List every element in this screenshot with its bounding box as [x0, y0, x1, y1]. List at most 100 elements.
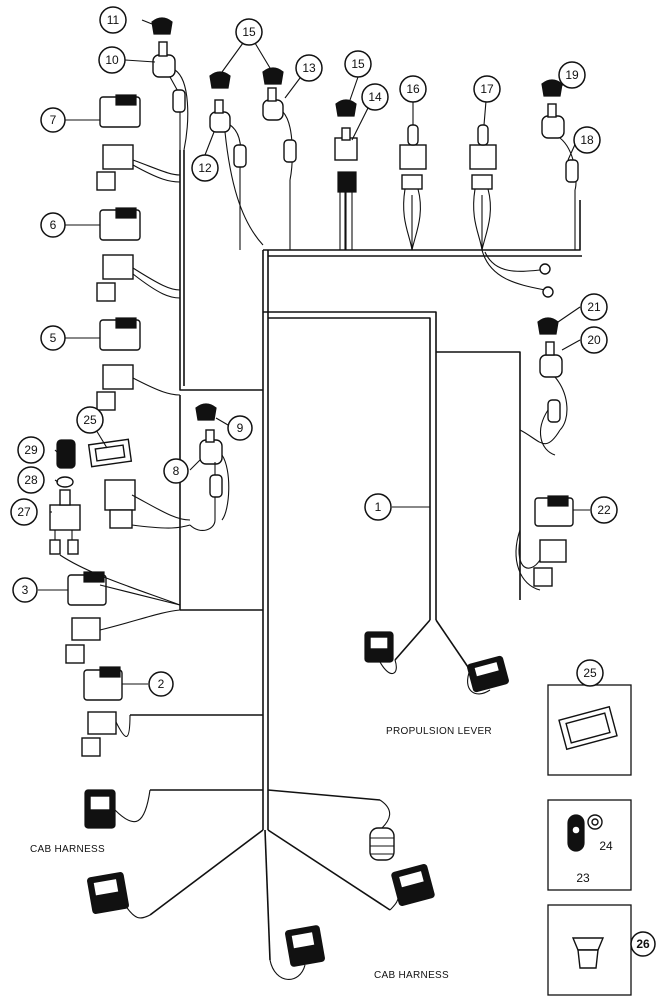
svg-text:26: 26 — [636, 937, 650, 951]
cab-harness-connector-bottom — [269, 925, 325, 980]
svg-text:29: 29 — [24, 443, 38, 457]
callout-12: 12 — [191, 154, 219, 182]
callout-13: 13 — [295, 54, 323, 82]
callout-7: 7 — [40, 107, 66, 133]
switch-12 — [209, 99, 264, 246]
callout-28: 28 — [17, 466, 45, 494]
svg-text:12: 12 — [198, 161, 212, 175]
cab-harness-connector-right — [389, 863, 435, 911]
svg-text:5: 5 — [50, 331, 57, 345]
callout-26: 26 — [630, 931, 656, 957]
switch-8 — [189, 429, 230, 531]
svg-text:14: 14 — [368, 90, 382, 104]
svg-text:25: 25 — [583, 666, 597, 680]
cap-15-left — [209, 71, 231, 89]
detail-box-25 — [547, 684, 632, 776]
svg-text:10: 10 — [105, 53, 119, 67]
callout-29: 29 — [17, 436, 45, 464]
rocker-switch-2 — [81, 666, 131, 757]
rocker-switch-7 — [96, 94, 181, 191]
callout-15-mid: 15 — [344, 50, 372, 78]
cab-harness-connector-lower-left — [87, 872, 151, 919]
cap-21 — [537, 317, 559, 335]
toggle-switch-16 — [399, 124, 427, 251]
svg-text:18: 18 — [580, 133, 594, 147]
callout-25-box: 25 — [576, 659, 604, 687]
callout-24: 24 — [599, 839, 613, 853]
seal-25 — [87, 438, 133, 468]
svg-text:22: 22 — [597, 503, 611, 517]
callout-9: 9 — [227, 415, 253, 441]
svg-text:19: 19 — [565, 68, 579, 82]
svg-text:2: 2 — [158, 677, 165, 691]
callout-21: 21 — [580, 293, 608, 321]
knob-29 — [56, 439, 76, 469]
callout-1: 1 — [364, 493, 392, 521]
callout-19: 19 — [558, 61, 586, 89]
propulsion-lever-connector-right — [467, 655, 509, 695]
svg-text:25: 25 — [83, 413, 97, 427]
toggle-switch-17 — [469, 124, 497, 251]
propulsion-lever-label: PROPULSION LEVER — [386, 726, 492, 737]
svg-text:15: 15 — [351, 57, 365, 71]
connector-8-block — [104, 479, 191, 529]
propulsion-lever-connector-left — [364, 631, 397, 674]
callout-27: 27 — [10, 498, 38, 526]
svg-text:6: 6 — [50, 218, 57, 232]
switch-18 — [541, 103, 579, 191]
nut-28 — [56, 476, 74, 488]
detail-box-23-24 — [547, 799, 632, 891]
rocker-switch-5 — [96, 317, 181, 411]
callout-14: 14 — [361, 83, 389, 111]
cap-9 — [195, 403, 217, 421]
svg-text:16: 16 — [406, 82, 420, 96]
svg-text:28: 28 — [24, 473, 38, 487]
svg-text:1: 1 — [375, 500, 382, 514]
svg-text:7: 7 — [50, 113, 57, 127]
callout-15-top: 15 — [235, 18, 263, 46]
callout-6: 6 — [40, 212, 66, 238]
callout-5: 5 — [40, 325, 66, 351]
rocker-switch-3 — [65, 571, 181, 664]
svg-text:11: 11 — [107, 13, 120, 27]
callout-22: 22 — [590, 496, 618, 524]
callout-23: 23 — [576, 871, 590, 885]
switch-13 — [262, 87, 297, 181]
cab-harness-label-bottom: CAB HARNESS — [374, 970, 449, 981]
callout-8: 8 — [163, 458, 189, 484]
switch-10 — [152, 41, 189, 151]
svg-text:3: 3 — [22, 583, 29, 597]
svg-text:27: 27 — [17, 505, 31, 519]
cap-19 — [541, 79, 563, 97]
callout-18: 18 — [573, 126, 601, 154]
callout-25-main: 25 — [76, 406, 104, 434]
detail-box-26 — [547, 904, 632, 996]
callout-10: 10 — [98, 46, 126, 74]
cab-harness-connector-upper-left — [84, 789, 151, 829]
callout-20: 20 — [580, 326, 608, 354]
callout-17: 17 — [473, 75, 501, 103]
switch-20 — [539, 341, 568, 456]
callout-16: 16 — [399, 75, 427, 103]
main-harness — [130, 150, 582, 961]
rocker-switch-6 — [96, 207, 181, 302]
svg-text:20: 20 — [587, 333, 601, 347]
svg-text:15: 15 — [242, 25, 256, 39]
rocker-switch-22 — [515, 495, 574, 591]
svg-text:17: 17 — [480, 82, 494, 96]
toggle-switch-27 — [49, 489, 181, 606]
cap-15-right — [335, 99, 357, 117]
svg-text:13: 13 — [302, 61, 316, 75]
cap-15-middle — [262, 67, 284, 85]
svg-text:21: 21 — [587, 300, 601, 314]
svg-text:23: 23 — [576, 871, 590, 885]
callout-3: 3 — [12, 577, 38, 603]
svg-text:24: 24 — [599, 839, 613, 853]
round-connector — [369, 799, 395, 861]
callout-2: 2 — [148, 671, 174, 697]
callout-11: 11 — [99, 6, 127, 34]
cap-11 — [151, 17, 173, 35]
svg-text:8: 8 — [173, 464, 180, 478]
cab-harness-label-left: CAB HARNESS — [30, 844, 105, 855]
